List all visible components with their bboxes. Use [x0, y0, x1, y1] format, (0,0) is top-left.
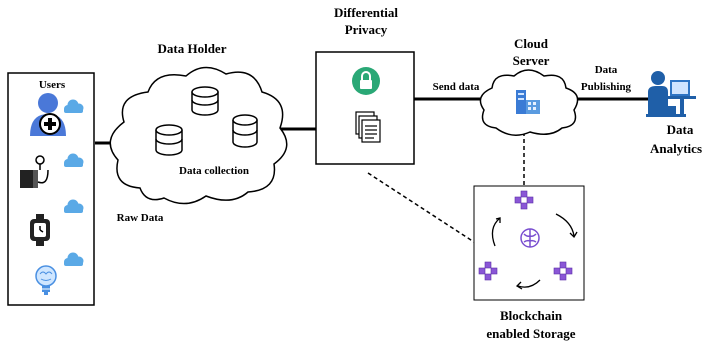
- data-publishing-label-line1: Data: [595, 64, 618, 76]
- cube-cluster-icon: [514, 190, 534, 210]
- database-icon: [191, 86, 219, 116]
- documents-icon: [355, 111, 381, 143]
- server-icon: [516, 90, 540, 114]
- send-data-label: Send data: [433, 81, 480, 93]
- cycle-arrows-icon: [491, 213, 578, 290]
- blockchain-title-line2: enabled Storage: [486, 326, 575, 341]
- database-icon: [232, 114, 258, 148]
- cloud-badge-icon: [64, 99, 84, 266]
- differential-privacy-title-line1: Differential: [334, 5, 398, 20]
- data-analytics-title-line2: Analytics: [650, 141, 702, 156]
- raw-data-label: Raw Data: [117, 212, 164, 224]
- cube-cluster-icon: [553, 261, 573, 281]
- blood-pressure-icon: [20, 155, 49, 188]
- cloud-server-title-line1: Cloud: [514, 36, 549, 51]
- cloud-server-title-line2: Server: [513, 53, 550, 68]
- database-icon: [155, 124, 183, 156]
- lock-icon: [352, 67, 380, 95]
- data-holder-title: Data Holder: [158, 41, 227, 56]
- dashed-privacy-blockchain: [367, 172, 475, 243]
- patient-icon: [30, 93, 66, 136]
- smartwatch-icon: [30, 214, 50, 246]
- blockchain-title-line1: Blockchain: [500, 308, 563, 323]
- cube-cluster-icon: [478, 261, 498, 281]
- data-collection-label: Data collection: [179, 165, 249, 177]
- data-publishing-label-line2: Publishing: [581, 81, 632, 93]
- analyst-icon: [646, 71, 696, 117]
- brain-bulb-icon: [35, 265, 57, 295]
- blockchain-box: [473, 185, 585, 301]
- brain-chip-icon: [520, 228, 540, 248]
- data-holder-cloud: [109, 66, 288, 205]
- differential-privacy-title-line2: Privacy: [345, 22, 388, 37]
- users-title: Users: [39, 79, 66, 91]
- data-analytics-title-line1: Data: [667, 122, 694, 137]
